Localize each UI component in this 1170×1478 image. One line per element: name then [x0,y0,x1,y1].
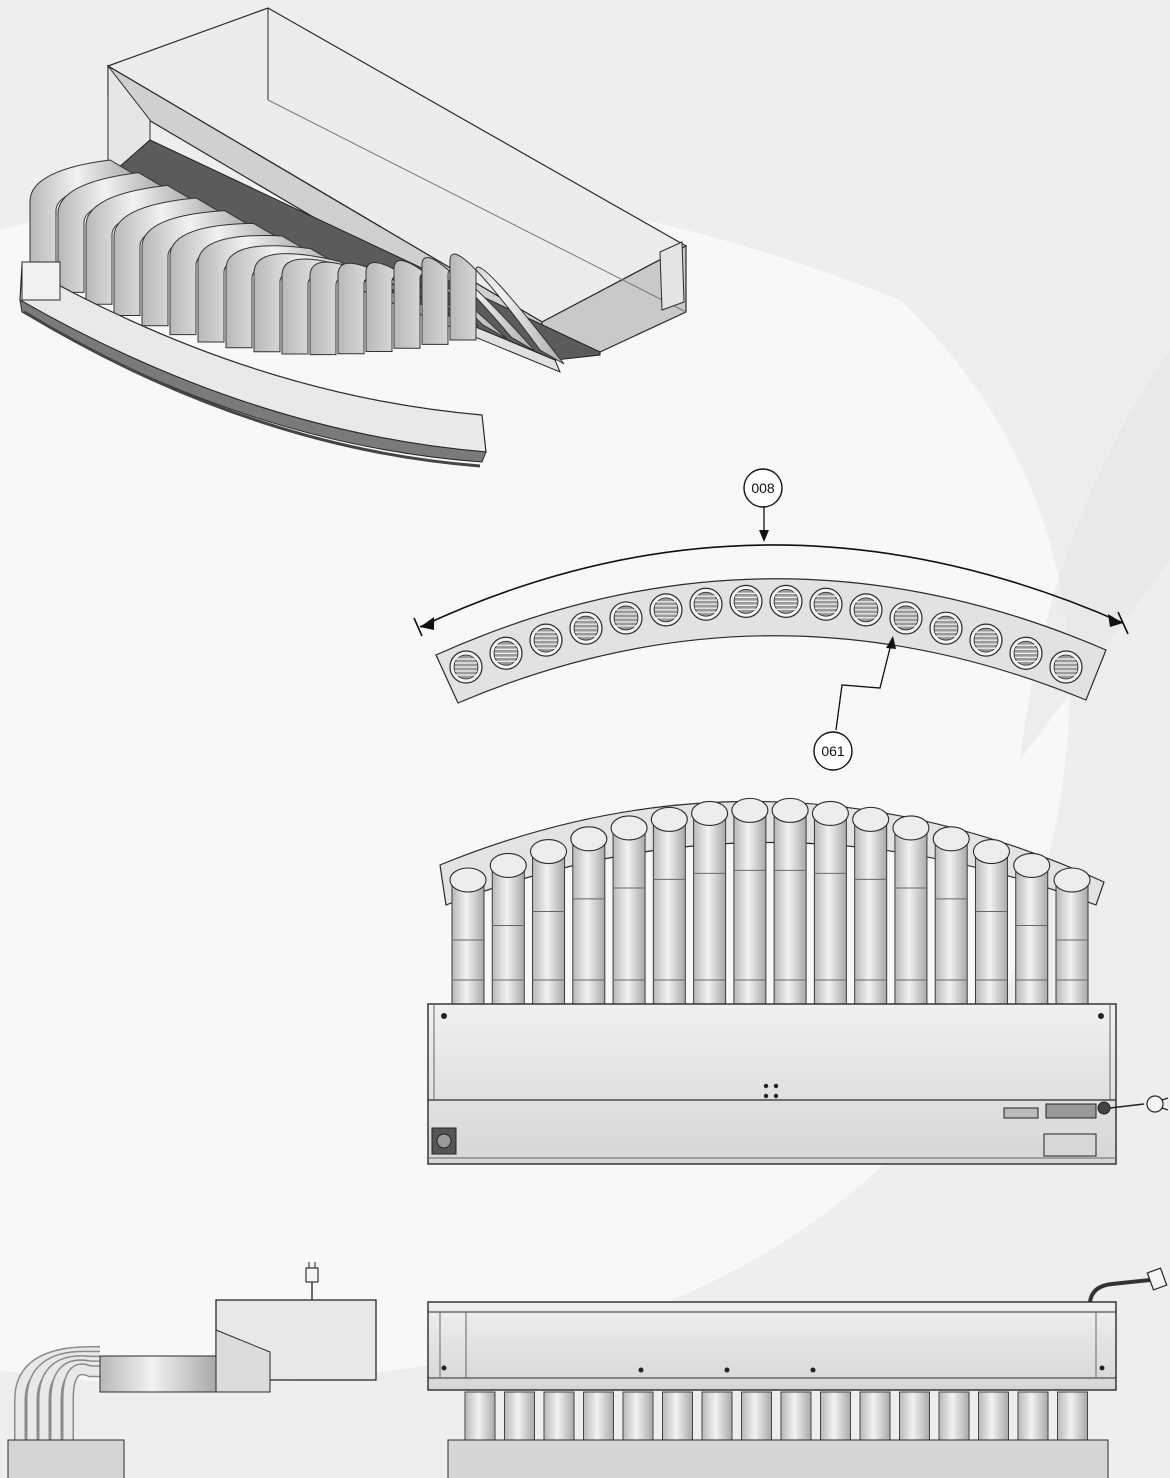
bottom-pipe [780,1391,812,1441]
isometric-view [19,7,688,468]
pipe [529,838,568,1005]
bottom-pipe [859,1391,891,1441]
callout-061: 061 [813,731,853,771]
grille-vent [449,650,483,684]
bottom-front-view [427,1267,1168,1478]
grille-vent [1009,636,1043,670]
iso-pipe [85,184,193,305]
pipe [972,838,1011,1005]
pipe [811,800,849,1005]
grille-band [435,578,1107,704]
bottom-pipe [741,1391,772,1441]
front-housing [427,1003,1117,1165]
pipe [1053,867,1091,1005]
side-view [7,1262,377,1478]
grille-vent [769,584,803,618]
grille-vent [489,636,523,670]
side-elbow-pipes [14,1346,100,1440]
pipe [449,867,487,1005]
bottom-pipe [583,1391,614,1441]
grille-vent [969,623,1003,657]
dimension-arc [419,544,1124,628]
bottom-pipe [543,1391,575,1441]
front-pipes [449,797,1091,1005]
iso-pipe [57,172,165,293]
pipe [570,826,608,1005]
grille-vent [729,584,763,618]
grille-vent [689,587,723,621]
callout-008-label: 008 [751,480,775,496]
pipe [1013,852,1051,1005]
side-power-plug-icon [305,1262,319,1283]
bottom-pipe [464,1391,496,1441]
bottom-pipe [938,1391,970,1441]
power-plug-icon [1146,1095,1169,1113]
callout-008: 008 [743,468,783,508]
grille-vent [889,601,923,635]
bottom-pipes [464,1391,1088,1441]
pipe [852,806,890,1005]
bottom-pipe [1017,1391,1049,1441]
front-view [427,797,1169,1165]
iso-pipe [449,253,565,365]
bottom-pipe [820,1391,851,1441]
grille-top-view: 008 061 [413,468,1129,771]
iso-pipe [29,159,136,281]
grille-vent [1049,650,1083,684]
grille-vent [809,587,843,621]
bottom-pipe [1057,1391,1088,1441]
pipe [892,815,930,1005]
bottom-pipe [899,1391,930,1441]
grille-vent [849,593,883,627]
grille-vent [529,623,563,657]
pipe [932,826,970,1005]
bottom-power-plug-icon [1146,1267,1168,1291]
pipe [650,806,688,1005]
bottom-pipe [622,1391,654,1441]
bottom-pipe [504,1391,535,1441]
grille-vent [609,601,643,635]
iso-pipe [113,197,222,317]
pipe [731,797,769,1005]
pipe [691,800,729,1005]
grille-vent [569,611,603,645]
callout-061-label: 061 [821,743,845,759]
bottom-pipe [662,1391,693,1441]
bottom-pipe [701,1391,733,1441]
grille-vents [449,584,1083,684]
isometric-pipes [29,159,565,365]
grille-vent [929,611,963,645]
pipe [489,852,527,1005]
bottom-pipe [978,1391,1009,1441]
pipe [771,797,809,1005]
grille-vent [649,593,683,627]
pipe [610,815,648,1005]
